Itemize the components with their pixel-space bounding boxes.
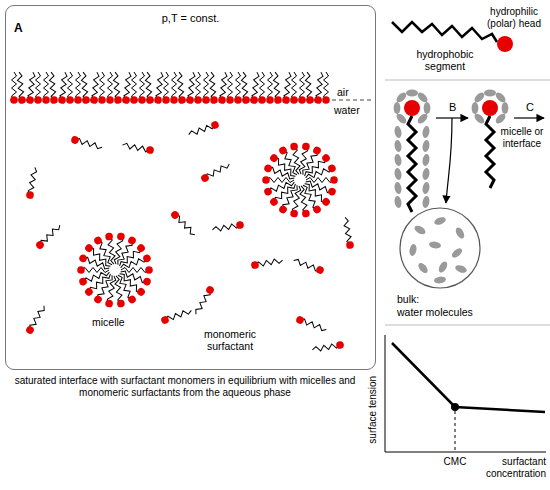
phase-label: water xyxy=(334,104,360,116)
bulk-circle: bulk:water molecules xyxy=(395,205,495,323)
bulk-heading: bulk: xyxy=(397,293,419,305)
panel-letter: A xyxy=(14,22,23,36)
bulk-text: water molecules xyxy=(397,306,473,318)
caption: saturated interface with surfactant mono… xyxy=(8,375,362,398)
axis-title: surface tension xyxy=(367,365,379,455)
micelle-label: micelle xyxy=(92,316,125,328)
axis-marker: CMC xyxy=(437,456,473,468)
target-label: micelle or interface xyxy=(498,126,546,149)
arrow-letter: B xyxy=(449,101,456,114)
head-label: hydrophilic (polar) head xyxy=(482,6,546,29)
segment-label: hydrophobic segment xyxy=(405,48,485,72)
bulk-circle-outline xyxy=(395,205,495,323)
panel-heading: p,T = const. xyxy=(6,12,375,25)
axis-title: surfactant concentration xyxy=(476,456,546,479)
arrow-letter: C xyxy=(526,101,534,114)
panel-box: p,T = const. xyxy=(5,5,376,370)
monomer-label: monomeric surfactant xyxy=(190,328,270,352)
phase-label: air xyxy=(337,86,349,98)
